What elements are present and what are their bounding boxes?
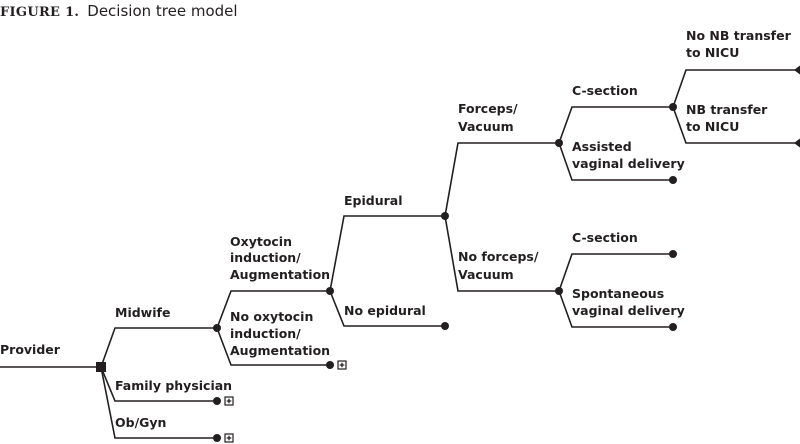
label-epidural: Epidural [344,193,403,208]
chance-node-icon [669,176,677,184]
branch-no-nb-transfer [672,69,800,108]
branch-family-physician [100,366,217,402]
label-csection-a: C-section [572,83,638,98]
chance-node-icon [213,434,221,442]
chance-node-icon [213,324,221,332]
branch-obgyn [100,366,217,439]
terminal-node-icon [794,138,800,148]
chance-node-icon [326,287,334,295]
label-no-epidural: No epidural [344,303,426,318]
label-csection-b: C-section [572,230,638,245]
chance-node-icon [555,287,563,295]
figure-label: FIGURE 1. [0,5,79,20]
chance-node-icon [669,103,677,111]
branch-oxytocin [216,290,330,329]
chance-node-icon [441,212,449,220]
plus-sign-icon [226,398,232,404]
branch-forceps [444,142,559,217]
terminal-node-icon [794,65,800,75]
figure-caption: Decision tree model [87,2,237,20]
branch-epidural [329,215,445,292]
label-family-physician: Family physician [115,378,232,393]
collapsed-subtree-icon [337,360,347,370]
plus-sign-icon [226,435,232,441]
figure-title: FIGURE 1. Decision tree model [0,2,238,20]
branch-nb-transfer [672,106,800,144]
branch-csection-a [558,106,673,144]
label-provider: Provider [0,342,61,357]
label-forceps: Forceps/Vacuum [458,101,518,134]
label-obgyn: Ob/Gyn [115,415,166,430]
chance-node-icon [441,322,449,330]
branch-no-epidural [329,290,445,327]
branch-midwife [100,327,217,368]
branch-no-forceps [444,215,559,292]
branch-lines [0,69,800,439]
label-no-forceps: No forceps/Vacuum [458,249,539,282]
chance-node-icon [213,397,221,405]
collapsed-subtree-icon [224,433,234,443]
chance-node-icon [326,361,334,369]
decision-node-icon [96,362,106,372]
branch-csection-b [558,253,673,292]
branch-spontaneous [558,290,673,328]
branch-no-oxytocin [216,327,330,366]
tree-nodes [96,65,800,443]
chance-node-icon [669,250,677,258]
label-midwife: Midwife [115,305,170,320]
branch-assisted [558,142,673,181]
chance-node-icon [669,323,677,331]
collapsed-subtree-icon [224,396,234,406]
chance-node-icon [555,139,563,147]
plus-sign-icon [339,362,345,368]
